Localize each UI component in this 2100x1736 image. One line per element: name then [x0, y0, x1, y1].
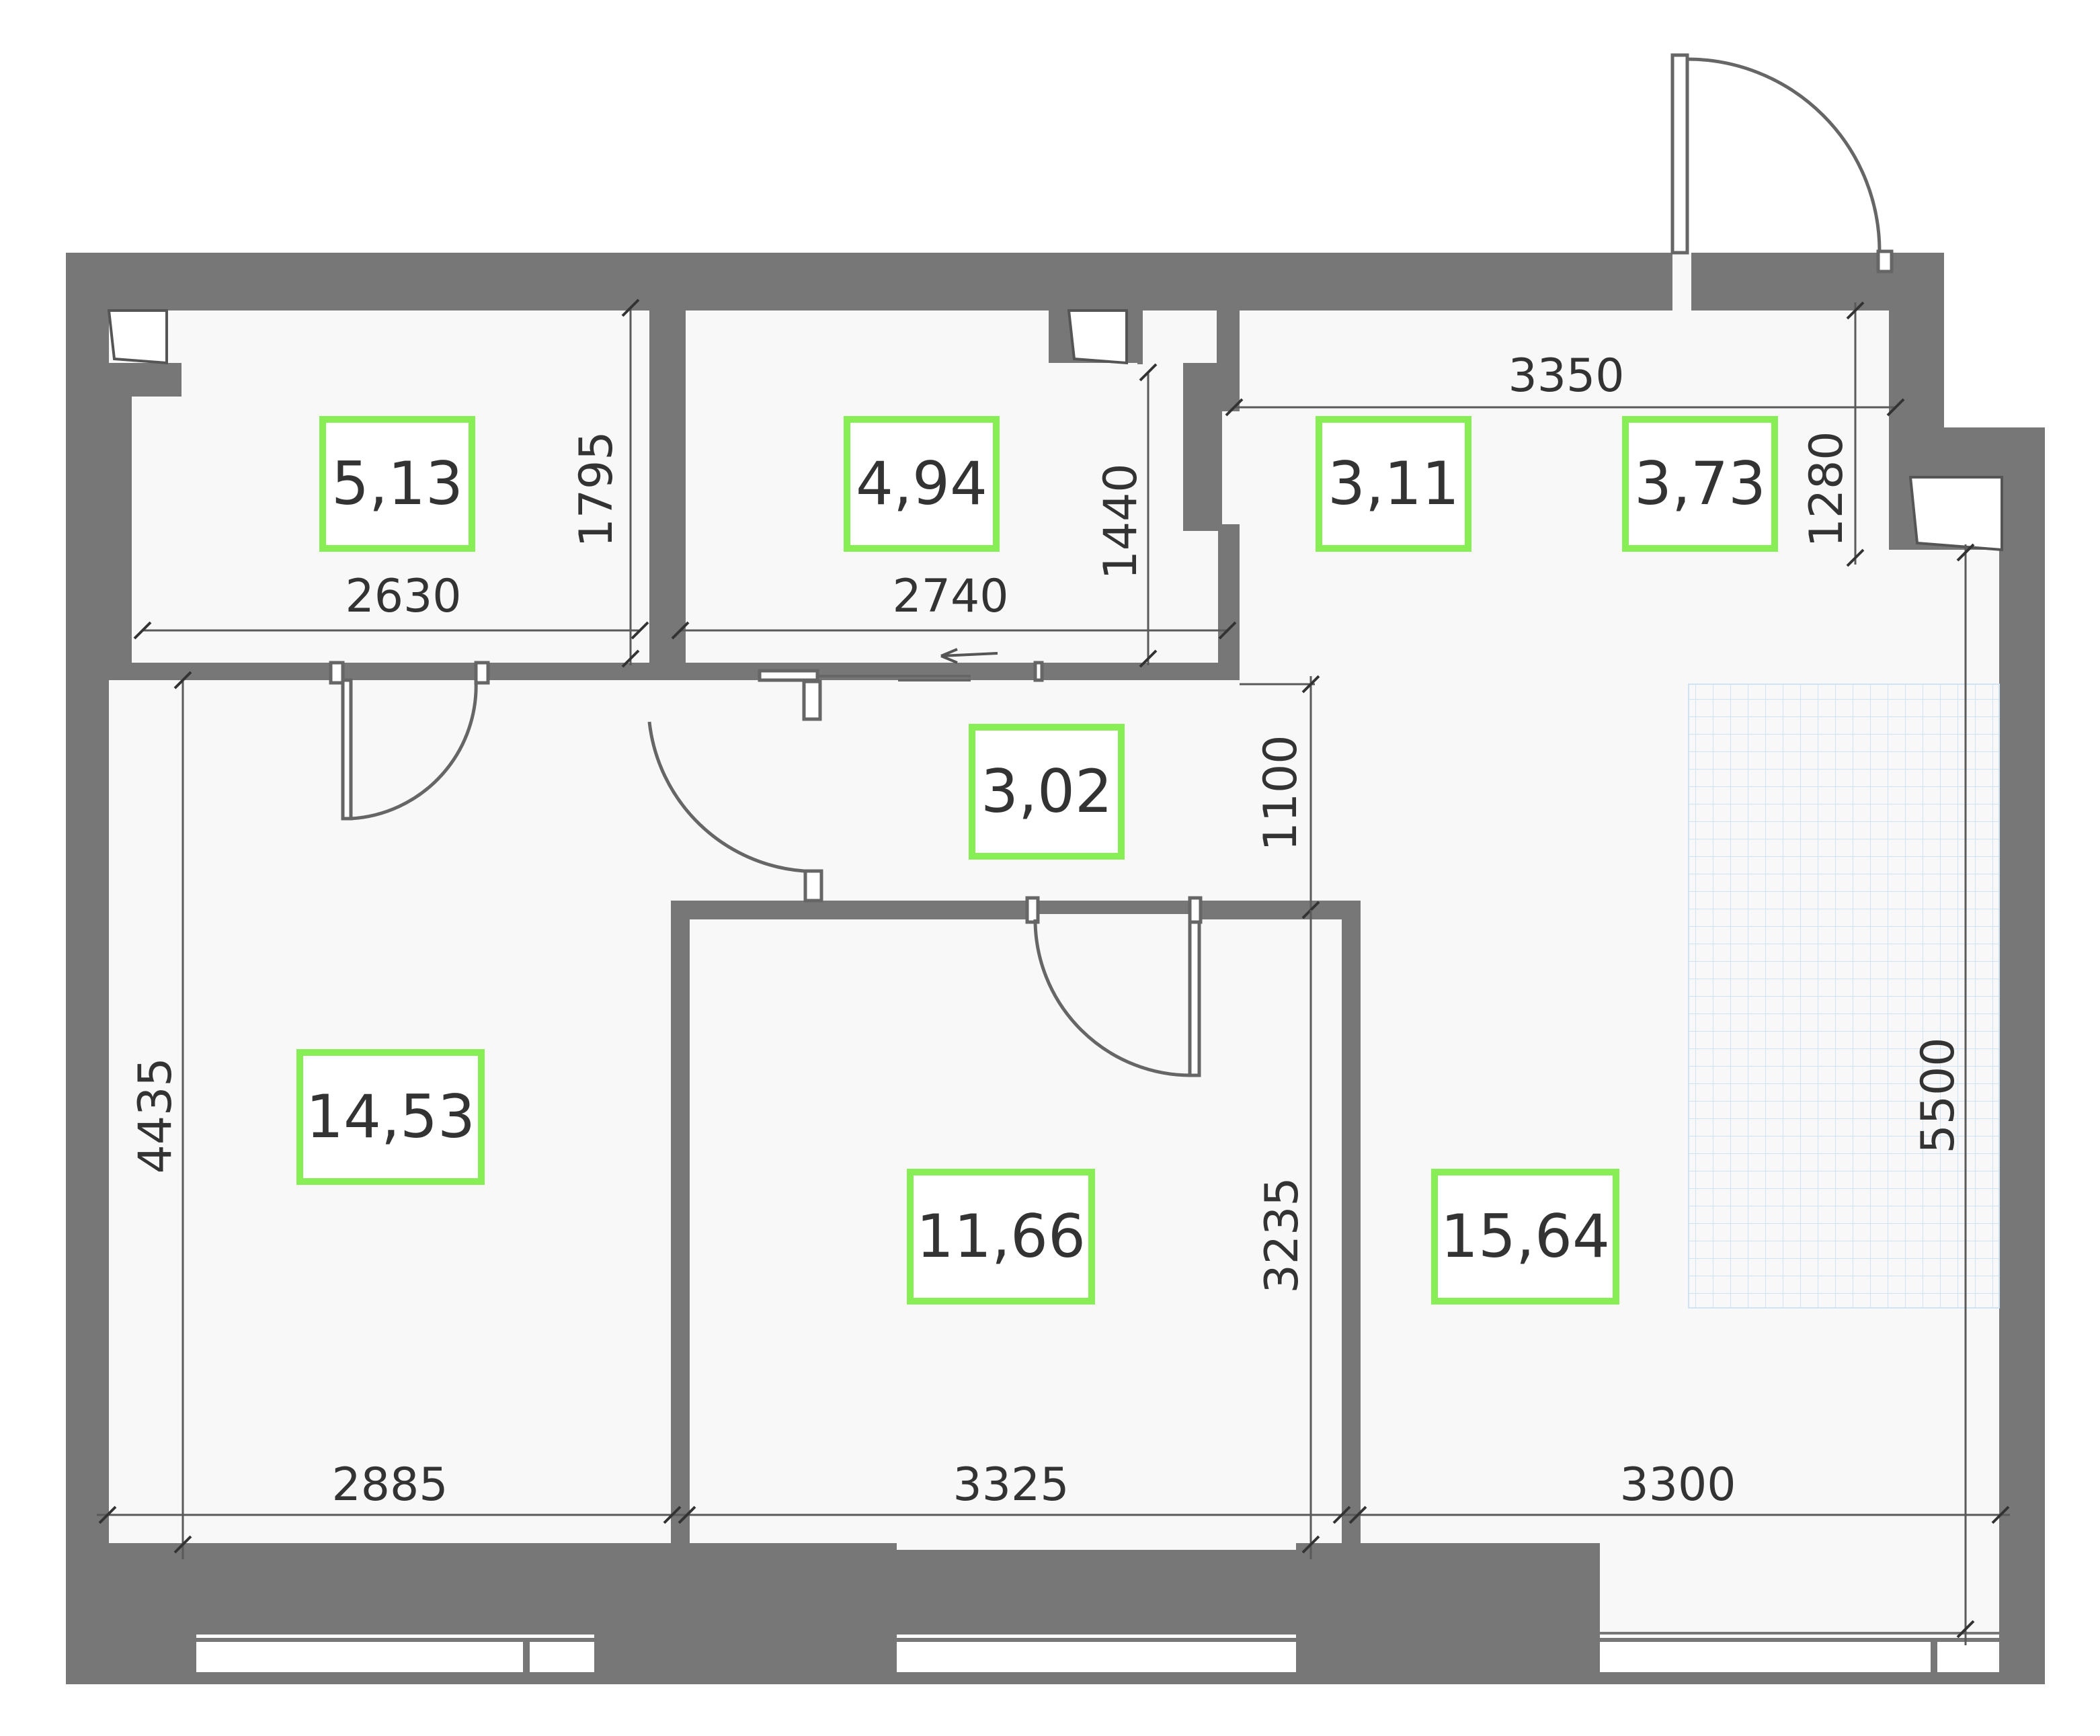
area-bathroom: 4,94: [856, 449, 987, 518]
shaft-living: [1908, 476, 2003, 552]
wall-bedroom-middle-left: [671, 901, 690, 1546]
wall-bedroom-middle-right: [1342, 901, 1361, 1546]
dimension-lines: [97, 298, 2010, 1645]
wall-corridor-top-right: [1049, 663, 1240, 680]
inner-walls: [66, 311, 2045, 1684]
wall-bedroom-middle-top-b: [1198, 901, 1359, 919]
area-corridor: 3,02: [981, 757, 1113, 826]
dim-2630: 2630: [345, 570, 461, 623]
pillar-bottom-left: [66, 1543, 194, 1684]
area-living: 15,64: [1441, 1202, 1610, 1271]
floor-corridor: [485, 680, 1240, 914]
dim-5500: 5500: [1912, 1037, 1965, 1153]
dimension-labels: 2630 1795 2740 1440 3350 1280 1100 4435 …: [129, 349, 1965, 1512]
dim-3350: 3350: [1508, 349, 1624, 403]
badge-corridor: 3,02: [969, 724, 1125, 860]
pillar-bottom-mid: [594, 1543, 897, 1684]
dim-3300: 3300: [1619, 1458, 1736, 1512]
pillar-bottom-right: [1296, 1543, 1600, 1684]
area-badges: 5,13 4,94 3,11 3,73 3,02 14,53 11,66 15: [296, 416, 1778, 1305]
dim-1100: 1100: [1254, 735, 1307, 851]
dim-1440: 1440: [1094, 463, 1147, 579]
badge-balcony: 3,73: [1622, 416, 1778, 552]
wall-corridor-top-left: [109, 663, 331, 680]
dim-2885: 2885: [331, 1458, 448, 1512]
dim-3325: 3325: [953, 1458, 1069, 1512]
shafts: [107, 309, 2003, 552]
wall-bathroom-step: [1183, 363, 1222, 531]
wall-living-right: [1999, 550, 2045, 1684]
wall-bathroom-lower: [1218, 524, 1240, 680]
dim-4435: 4435: [129, 1057, 182, 1173]
dim-1280: 1280: [1800, 431, 1853, 547]
badge-bedroom-middle: 11,66: [907, 1169, 1095, 1305]
dim-2740: 2740: [892, 570, 1008, 623]
badge-bathroom: 4,94: [844, 416, 1000, 552]
badge-hall-upper: 3,11: [1316, 416, 1471, 552]
area-bedroom-left: 14,53: [306, 1082, 475, 1151]
doors: [329, 648, 1203, 1077]
wall-left-storage-right: [659, 311, 680, 664]
balcony-door: [1667, 44, 1896, 274]
badge-storage-left: 5,13: [319, 416, 475, 552]
windows: [196, 1635, 2002, 1672]
badge-bedroom-left: 14,53: [296, 1049, 485, 1185]
shaft-bathroom: [1067, 309, 1128, 365]
badge-living: 15,64: [1431, 1169, 1619, 1305]
area-hall-upper: 3,11: [1328, 449, 1459, 518]
tiled-area: [1688, 684, 2000, 1309]
area-storage-left: 5,13: [331, 449, 463, 518]
wall-bedroom-middle-top-a: [671, 901, 1027, 919]
area-balcony: 3,73: [1634, 449, 1766, 518]
area-bedroom-middle: 11,66: [916, 1202, 1086, 1271]
shaft-left: [107, 309, 168, 365]
dim-3235: 3235: [1256, 1177, 1309, 1293]
dim-1795: 1795: [570, 431, 623, 547]
